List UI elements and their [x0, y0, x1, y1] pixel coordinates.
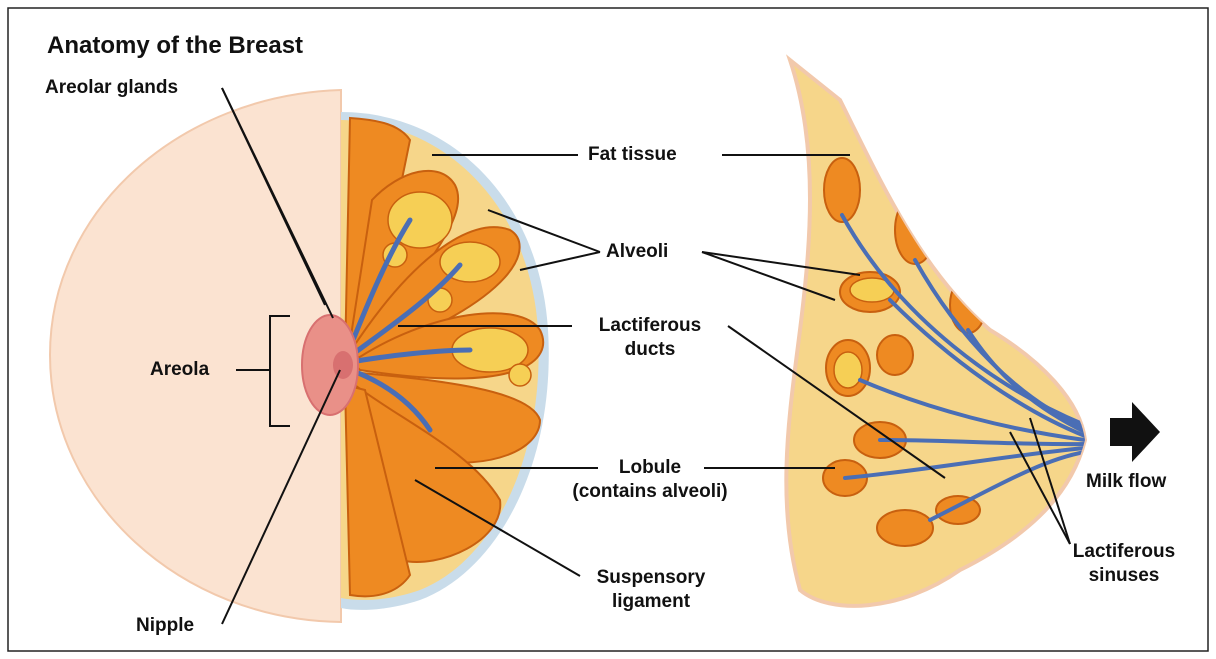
- label-lobule-line2: (contains alveoli): [540, 480, 760, 504]
- side-view: [786, 60, 1160, 606]
- label-alveoli: Alveoli: [606, 240, 668, 264]
- label-lactiferous-ducts: Lactiferous ducts: [572, 314, 728, 362]
- label-sinuses-line1: Lactiferous: [1062, 540, 1186, 564]
- label-areola: Areola: [150, 358, 209, 382]
- label-milk-flow: Milk flow: [1086, 470, 1166, 494]
- label-suspensory-ligament: Suspensory ligament: [565, 566, 737, 614]
- label-suspensory-line2: ligament: [565, 590, 737, 614]
- diagram-title: Anatomy of the Breast: [47, 32, 303, 60]
- breast-skin: [50, 90, 341, 622]
- lobule: [877, 335, 913, 375]
- label-lobule-line1: Lobule: [540, 456, 760, 480]
- milk-flow-arrow: [1110, 402, 1160, 462]
- label-fat-tissue: Fat tissue: [588, 143, 677, 167]
- label-sinuses-line2: sinuses: [1062, 564, 1186, 588]
- label-nipple: Nipple: [136, 614, 194, 638]
- lobule: [877, 510, 933, 546]
- label-lactiferous-ducts-line1: Lactiferous: [572, 314, 728, 338]
- label-areolar-glands: Areolar glands: [45, 76, 178, 100]
- label-suspensory-line1: Suspensory: [565, 566, 737, 590]
- front-view: [50, 90, 549, 622]
- lobule: [895, 196, 935, 264]
- label-lactiferous-sinuses: Lactiferous sinuses: [1062, 540, 1186, 588]
- alveoli-cluster: [509, 364, 531, 386]
- lobule: [936, 496, 980, 524]
- label-lactiferous-ducts-line2: ducts: [572, 338, 728, 362]
- alveoli-cluster: [834, 352, 862, 388]
- nipple: [333, 351, 353, 379]
- label-lobule: Lobule (contains alveoli): [540, 456, 760, 504]
- lobule: [824, 158, 860, 222]
